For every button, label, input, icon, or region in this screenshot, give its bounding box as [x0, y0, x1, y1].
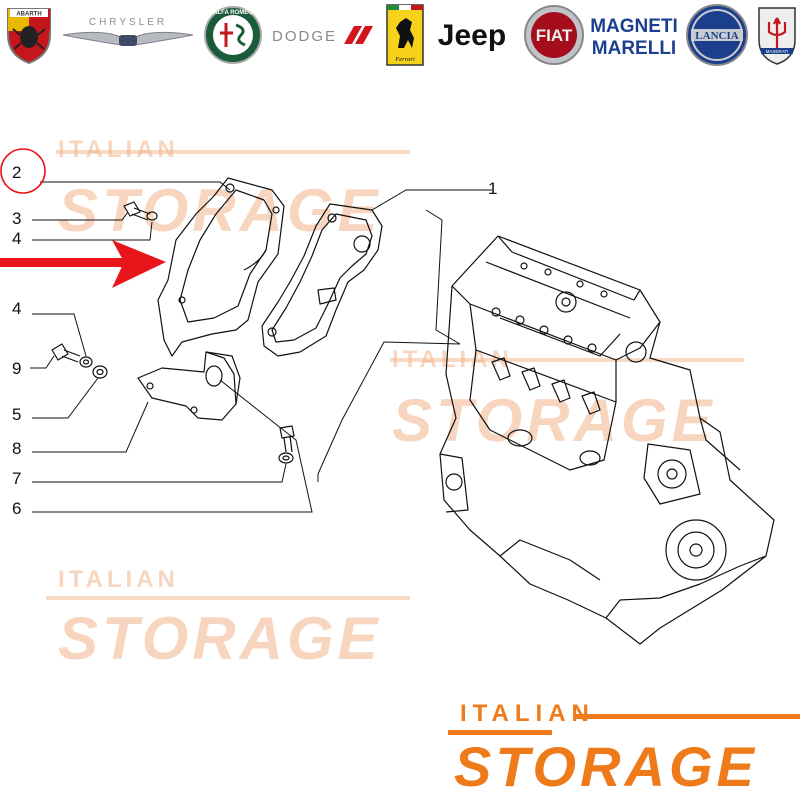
- svg-text:FIAT: FIAT: [536, 26, 573, 45]
- watermark-rule: [56, 150, 410, 154]
- jeep-wordmark-icon: Jeep: [438, 19, 506, 52]
- callout-label: 6: [12, 499, 22, 518]
- svg-text:MAGNETI: MAGNETI: [590, 16, 678, 37]
- footer-rule-left: [448, 730, 552, 735]
- ferrari-logo: Ferrari: [384, 4, 426, 66]
- footer-brand-top: ITALIAN: [460, 700, 595, 727]
- dodge-logo: DODGE: [270, 4, 374, 66]
- trident-icon: MASERATI: [758, 7, 796, 65]
- footer-brand-bottom: STORAGE: [454, 735, 758, 798]
- lancia-logo: LANCIA: [684, 4, 750, 66]
- callout-label: 8: [12, 439, 22, 458]
- callout-label: 4: [12, 299, 22, 318]
- abarth-logo: ABARTH: [2, 4, 56, 66]
- callout-label: 9: [12, 359, 22, 378]
- callout-label: 4: [12, 229, 22, 248]
- part-bolt-9: [51, 343, 108, 379]
- alfa-romeo-logo: ALFA ROMEO: [202, 4, 264, 66]
- watermark-bottom-word: STORAGE: [58, 177, 382, 244]
- jeep-logo: Jeep: [428, 4, 516, 66]
- svg-text:ABARTH: ABARTH: [16, 12, 41, 18]
- red-pointer-arrow: [0, 240, 166, 288]
- prancing-horse-icon: Ferrari: [386, 4, 424, 66]
- watermark-rule: [390, 358, 744, 362]
- brand-logo-bar: ABARTH CHRYSLER ALFA ROMEO DODGE: [0, 0, 800, 70]
- svg-text:MARELLI: MARELLI: [592, 38, 676, 58]
- svg-text:DODGE: DODGE: [272, 28, 337, 45]
- highlight-circle: [0, 148, 46, 194]
- chrysler-logo: CHRYSLER: [60, 4, 196, 66]
- watermark-bottom-word: STORAGE: [58, 605, 382, 672]
- watermark-top-word: ITALIAN: [58, 136, 179, 164]
- cross-serpent-roundel-icon: ALFA ROMEO: [204, 6, 262, 64]
- maserati-logo: MASERATI: [754, 4, 800, 66]
- callout-label: 2: [12, 163, 22, 182]
- fiat-logo: FIAT: [522, 4, 586, 66]
- scorpion-shield-icon: ABARTH: [7, 8, 51, 65]
- magneti-marelli-logo: MAGNETI MARELLI: [588, 4, 680, 66]
- lancia-roundel-icon: LANCIA: [686, 4, 748, 66]
- leader-lines: [30, 181, 492, 513]
- part-inner-timing-cover: [157, 177, 285, 357]
- fiat-roundel-icon: FIAT: [524, 5, 584, 65]
- part-engine-assembly: [439, 235, 775, 645]
- svg-text:LANCIA: LANCIA: [695, 30, 738, 42]
- footer-brand-logo: ITALIAN STORAGE: [448, 700, 800, 800]
- svg-text:Jeep: Jeep: [438, 19, 506, 52]
- footer-rule-right: [576, 714, 800, 719]
- stripes-icon: DODGE: [272, 26, 373, 45]
- callout-label: 5: [12, 405, 22, 424]
- winged-badge-icon: CHRYSLER: [62, 17, 194, 46]
- part-outer-timing-cover: [261, 203, 383, 357]
- svg-text:MASERATI: MASERATI: [766, 49, 789, 54]
- svg-text:ALFA ROMEO: ALFA ROMEO: [213, 10, 253, 16]
- magneti-marelli-wordmark-icon: MAGNETI MARELLI: [590, 16, 678, 58]
- part-bracket-8: [137, 351, 241, 421]
- watermark-top-word: ITALIAN: [58, 566, 179, 593]
- callout-label: 3: [12, 209, 22, 228]
- watermark-rule: [46, 596, 410, 600]
- svg-text:Ferrari: Ferrari: [394, 56, 415, 63]
- callout-label: 7: [12, 469, 22, 488]
- part-bolt-3: [123, 201, 158, 221]
- svg-text:CHRYSLER: CHRYSLER: [89, 17, 167, 28]
- part-bolt-6: [278, 425, 295, 464]
- callout-label: 1: [488, 179, 498, 198]
